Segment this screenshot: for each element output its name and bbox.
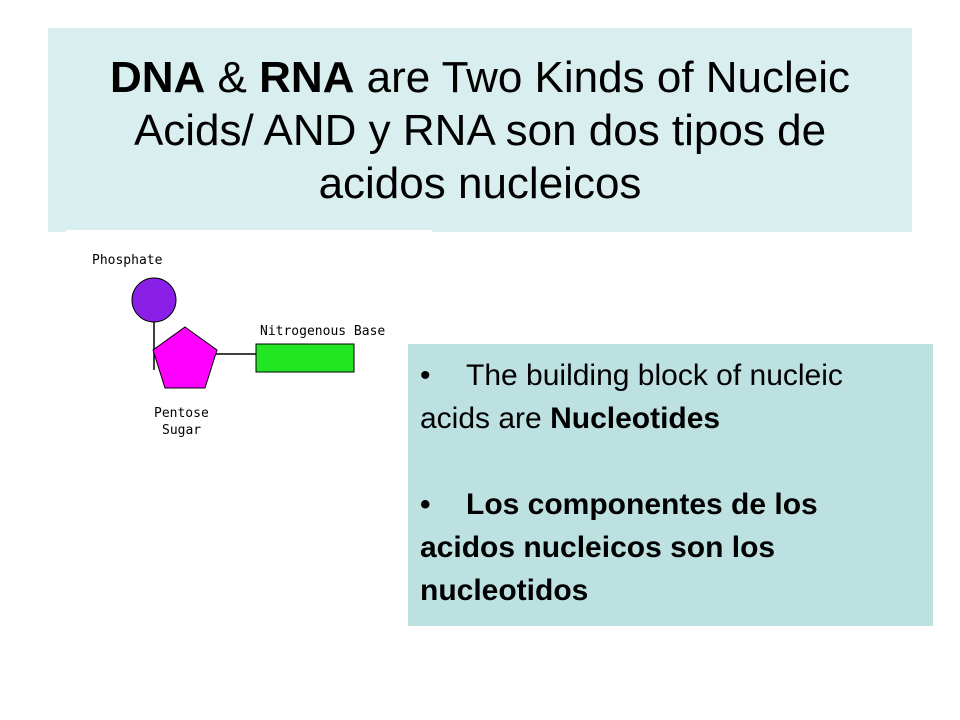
- bullet-item-1-text: The building block of nucleic acids are: [420, 359, 843, 435]
- phosphate-label: Phosphate: [92, 253, 163, 268]
- title-box: DNA & RNA are Two Kinds of Nucleic Acids…: [48, 28, 912, 232]
- bullet-marker-1: •: [420, 359, 431, 392]
- bullet-item-1-bold: Nucleotides: [550, 402, 721, 435]
- info-box: •The building block of nucleic acids are…: [408, 344, 933, 626]
- title-ampersand: &: [205, 52, 260, 102]
- slide-title: DNA & RNA are Two Kinds of Nucleic Acids…: [48, 51, 912, 210]
- nitrogenous-base-label: Nitrogenous Base: [260, 324, 385, 339]
- bullet-item-2-text: Los componentes de los acidos nucleicos …: [420, 488, 818, 607]
- title-dna: DNA: [109, 52, 206, 102]
- nucleotide-diagram: Phosphate Nitrogenous Base Pentose Sugar: [66, 230, 432, 460]
- bullet-item-2: •Los componentes de los acidos nucleicos…: [420, 483, 921, 612]
- sugar-label-line1: Pentose: [154, 406, 209, 421]
- title-rest: are Two Kinds of Nucleic Acids/ AND y RN…: [133, 52, 851, 208]
- nucleotide-svg: Phosphate Nitrogenous Base Pentose Sugar: [92, 253, 385, 438]
- bullet-marker-2: •: [420, 488, 431, 521]
- title-rna: RNA: [259, 52, 355, 102]
- sugar-label-line2: Sugar: [162, 423, 201, 438]
- bullet-item-1: •The building block of nucleic acids are…: [420, 354, 921, 440]
- phosphate-circle: [131, 277, 177, 323]
- pentose-sugar-pentagon: [152, 326, 218, 389]
- nitrogenous-base-rect: [255, 343, 355, 373]
